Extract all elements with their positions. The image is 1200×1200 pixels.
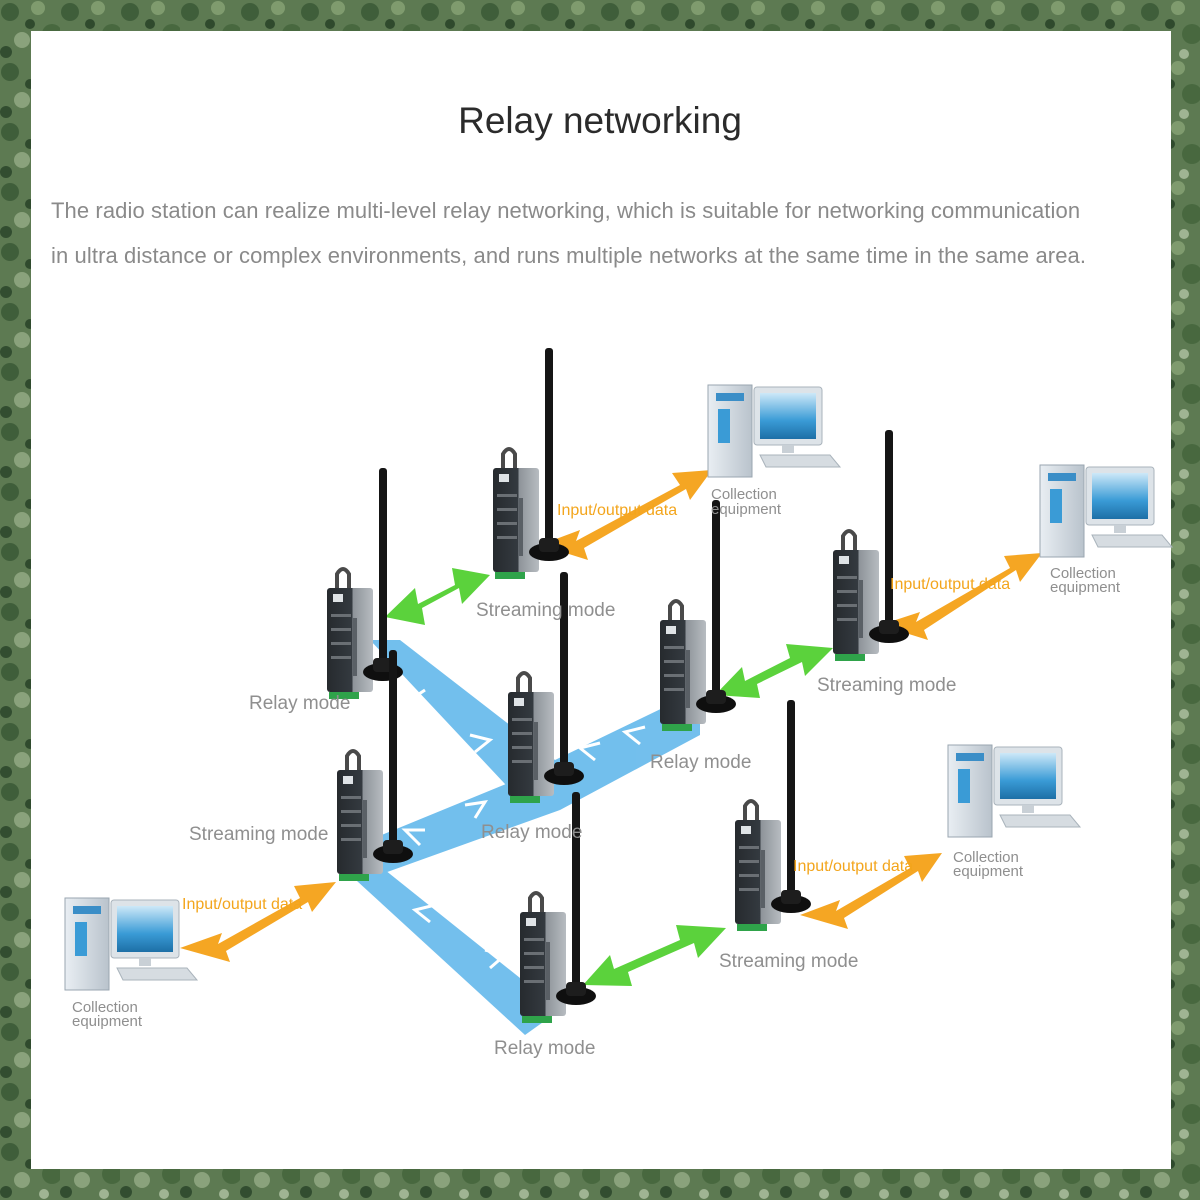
label-relay-mode-bottom: Relay mode: [494, 1038, 595, 1059]
computer-top: [707, 384, 841, 478]
label-collection-left-2: equipment: [72, 1013, 143, 1030]
label-collection-left-1: Collection: [72, 999, 138, 1016]
label-relay-mode-center: Relay mode: [481, 822, 582, 843]
description-line-2: in ultra distance or complex environment…: [51, 243, 1087, 268]
computer-right: [1039, 464, 1173, 558]
streaming-links: [385, 568, 833, 986]
label-io-data-left: Input/output data: [182, 896, 302, 913]
label-relay-mode-right: Relay mode: [650, 752, 751, 773]
label-collection-right-2: equipment: [1050, 579, 1121, 596]
computer-bottom-right: [947, 744, 1081, 838]
io-arrows: [180, 470, 1042, 962]
radio-station-streaming-right: [831, 428, 911, 663]
label-streaming-mode-left: Streaming mode: [189, 824, 328, 845]
label-relay-mode-left: Relay mode: [249, 693, 350, 714]
computer-left: [64, 897, 198, 991]
label-collection-top-2: equipment: [711, 501, 782, 518]
label-collection-top-1: Collection: [711, 486, 777, 503]
label-collection-right-1: Collection: [1050, 565, 1116, 582]
relay-path-chevrons: [401, 688, 646, 970]
label-streaming-mode-top: Streaming mode: [476, 600, 615, 621]
description-line-1: The radio station can realize multi-leve…: [51, 198, 1081, 223]
label-collection-bottom-right-1: Collection: [953, 849, 1019, 866]
label-streaming-mode-bottom: Streaming mode: [719, 951, 858, 972]
label-io-data-right: Input/output data: [890, 576, 1010, 593]
label-streaming-mode-right: Streaming mode: [817, 675, 956, 696]
label-collection-bottom-right-2: equipment: [953, 863, 1024, 880]
page-title: Relay networking: [458, 100, 742, 141]
label-io-data-bottom-right: Input/output data: [793, 858, 913, 875]
radio-station-relay-right: [658, 498, 738, 733]
radio-station-streaming-top: [491, 346, 571, 581]
radio-station-streaming-bottom-right: [733, 698, 813, 933]
label-io-data-top: Input/output data: [557, 502, 677, 519]
